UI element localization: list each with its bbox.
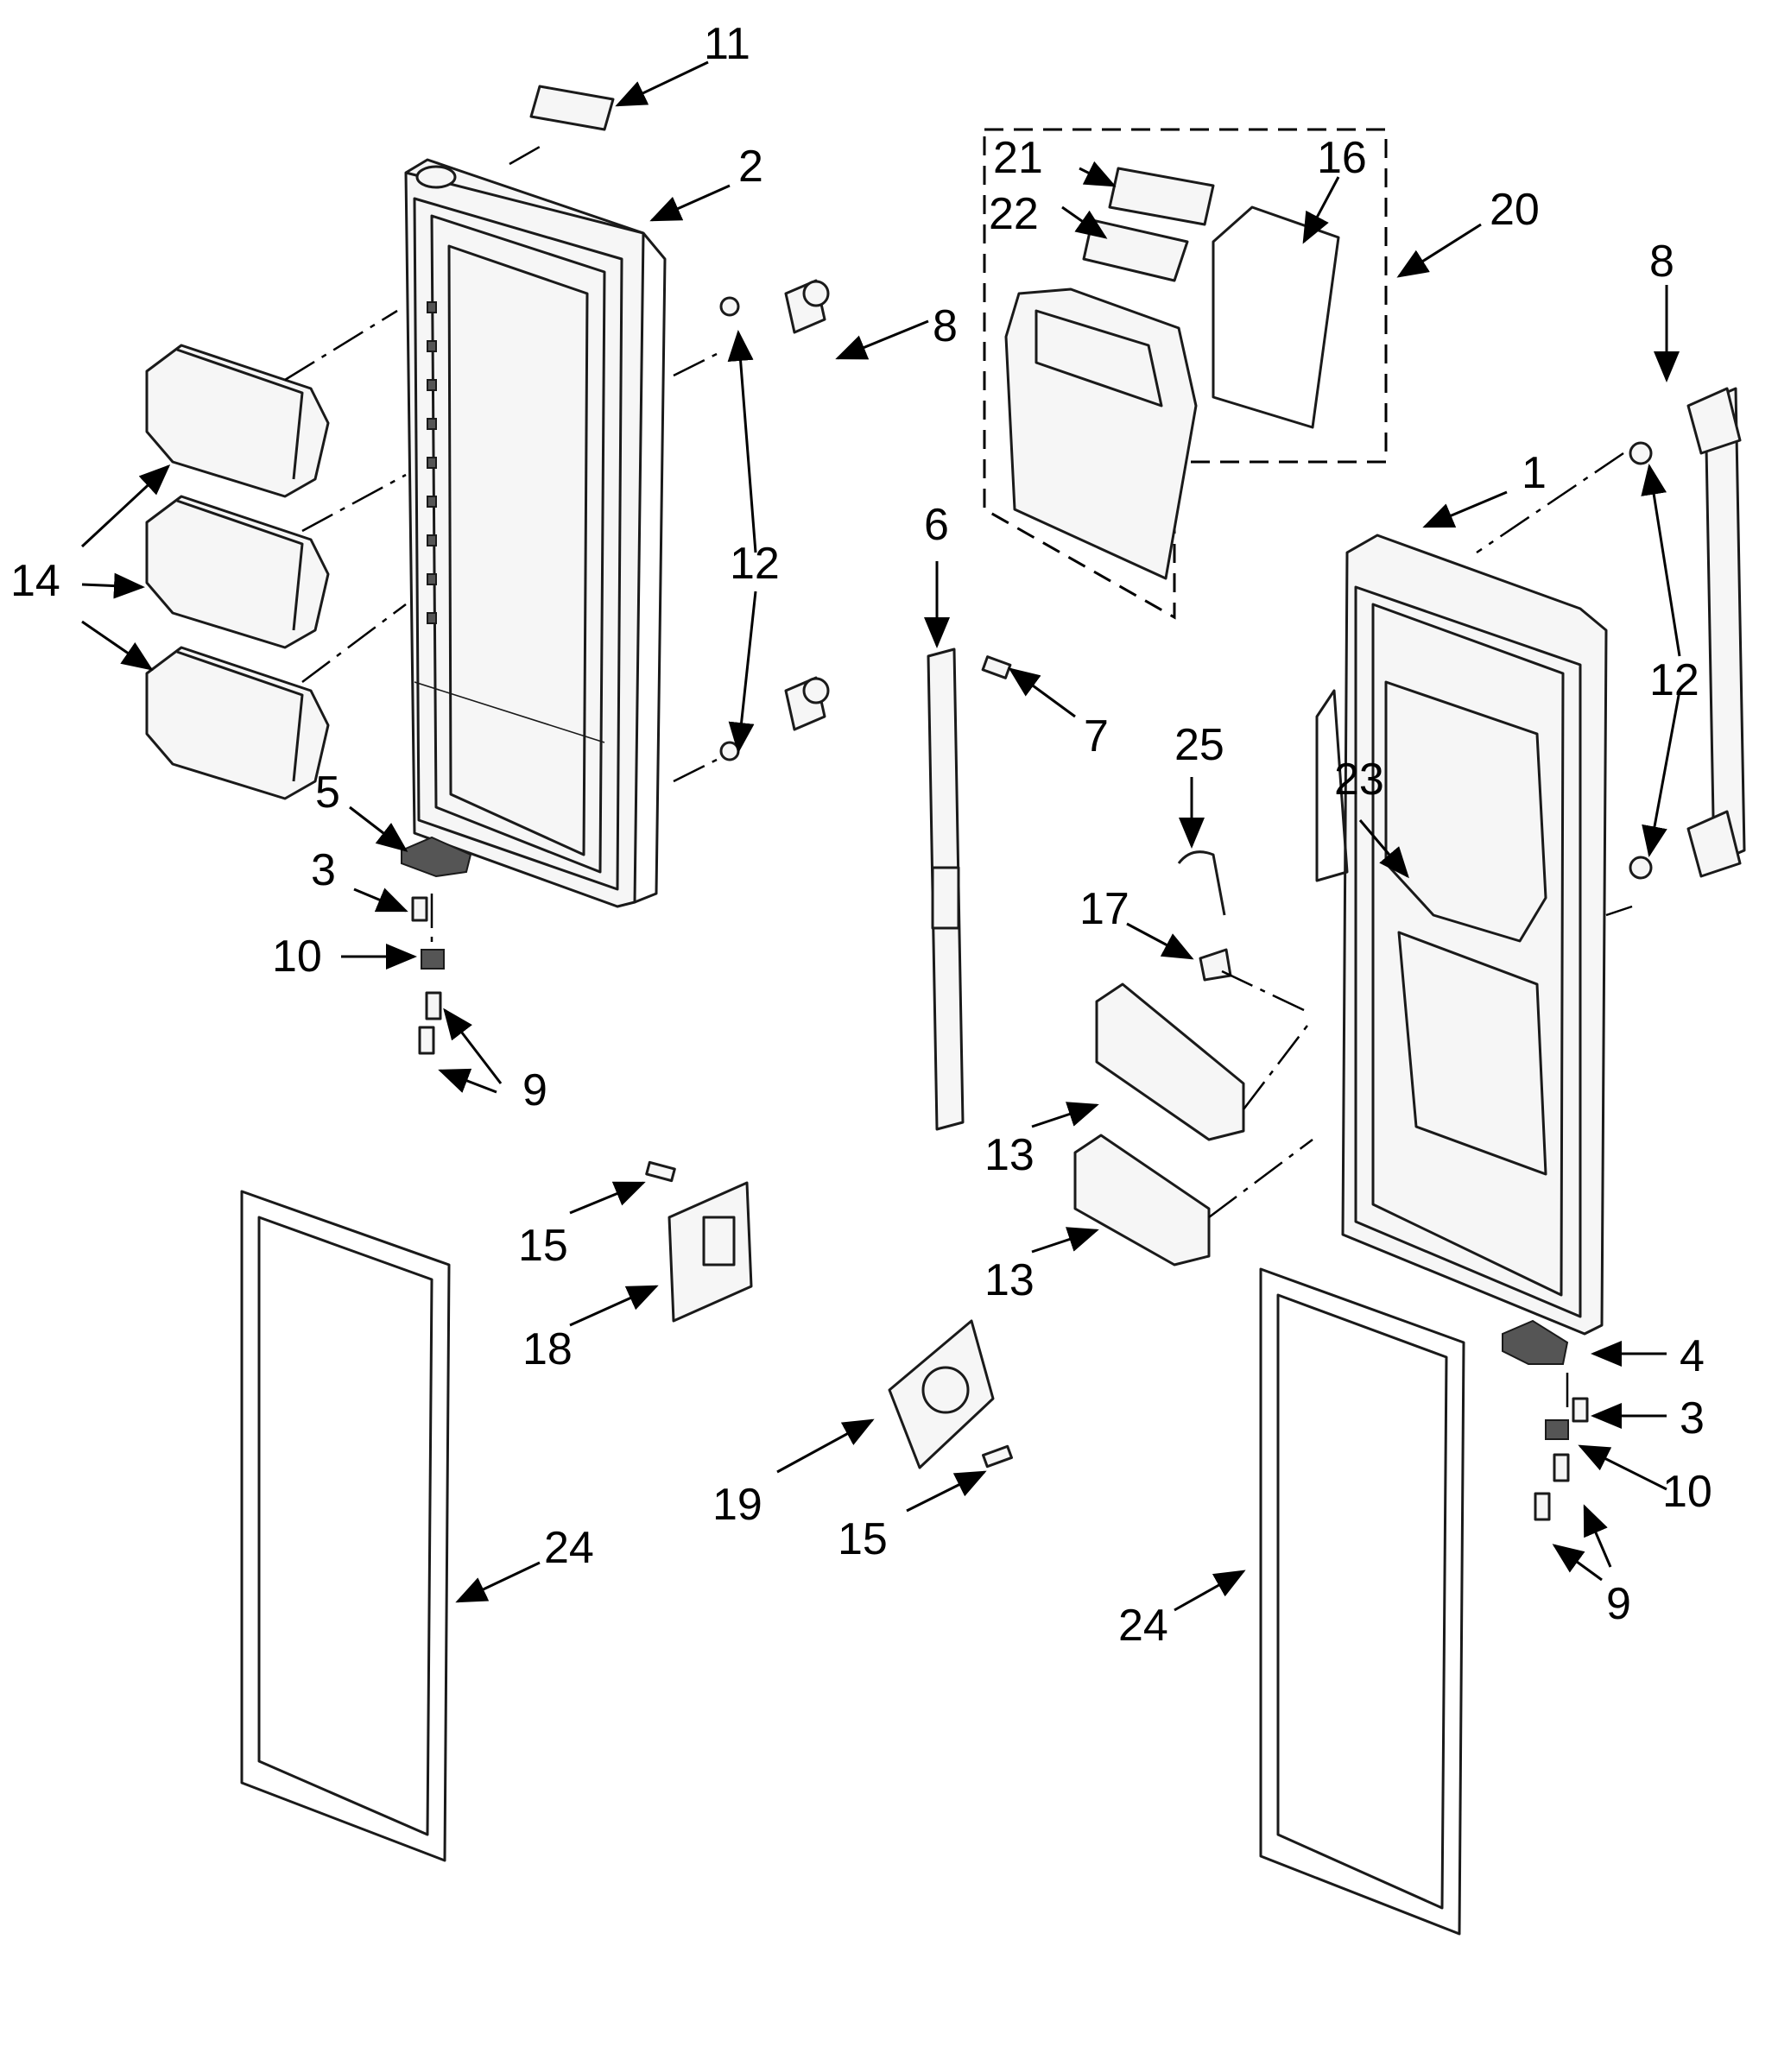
callout-7: 7 [1084,711,1109,761]
callout-21: 21 [993,133,1043,183]
callout-4: 4 [1680,1331,1705,1381]
right-door [1315,534,1608,1336]
callout-6: 6 [924,500,949,550]
part-15-screw-upper [645,1160,676,1183]
part-7-screw [981,655,1012,679]
callout-24-left: 24 [544,1523,594,1573]
callout-11: 11 [704,19,750,69]
part-14-door-bins [145,344,330,800]
callout-10-left: 10 [272,932,322,982]
callout-22: 22 [989,189,1039,239]
callout-15-lower: 15 [838,1514,888,1564]
callout-18: 18 [522,1324,573,1374]
callout-10-right: 10 [1662,1467,1712,1517]
callout-8-handle: 8 [1649,237,1674,287]
part-13-lower-bin [1073,1134,1211,1267]
callout-14: 14 [10,556,60,606]
callout-15-upper: 15 [518,1221,568,1271]
part-20-dispenser-kit [983,128,1388,620]
part-6-flipper [927,648,965,1131]
callout-8-center: 8 [933,301,958,351]
callout-12-right: 12 [1649,655,1699,705]
leader-arrows [80,60,1681,1612]
callout-5: 5 [315,768,340,818]
callout-3-right: 3 [1680,1393,1705,1443]
right-hinge-assembly [1502,1319,1589,1521]
left-door [404,158,667,908]
callout-19: 19 [712,1480,762,1530]
left-door-gasket [240,1190,451,1862]
part-11-top-cap [529,85,615,131]
callout-3-left: 3 [311,845,336,895]
callout-2: 2 [738,142,763,192]
callout-labels: 11 2 8 12 14 5 3 10 9 6 7 21 22 16 20 8 … [10,19,1712,1651]
callout-17: 17 [1079,884,1129,934]
callout-1: 1 [1522,448,1547,498]
callout-20: 20 [1490,185,1540,235]
callout-13-lower: 13 [984,1255,1035,1305]
callout-9-right: 9 [1606,1579,1631,1629]
part-19-control-board [888,1319,995,1469]
callout-25: 25 [1174,720,1224,770]
callout-24-right: 24 [1118,1601,1168,1651]
callout-23: 23 [1334,755,1384,805]
callout-9-left: 9 [522,1065,547,1115]
part-25-tube [1177,850,1226,916]
part-8-handle [1629,387,1746,880]
part-15-screw-lower [982,1444,1013,1469]
left-door-hinge-pins [719,279,830,761]
callout-16: 16 [1317,133,1367,183]
door-shelf-bumps [427,301,437,624]
part-17-nozzle [1199,948,1232,982]
callout-12-left: 12 [730,539,780,589]
alignment-lines [284,145,1633,1416]
part-13-upper-bin [1095,982,1245,1141]
left-hinge-assembly [401,836,472,1055]
callout-13-upper: 13 [984,1130,1035,1180]
right-door-gasket [1259,1267,1465,1936]
part-18-cover [668,1181,753,1323]
